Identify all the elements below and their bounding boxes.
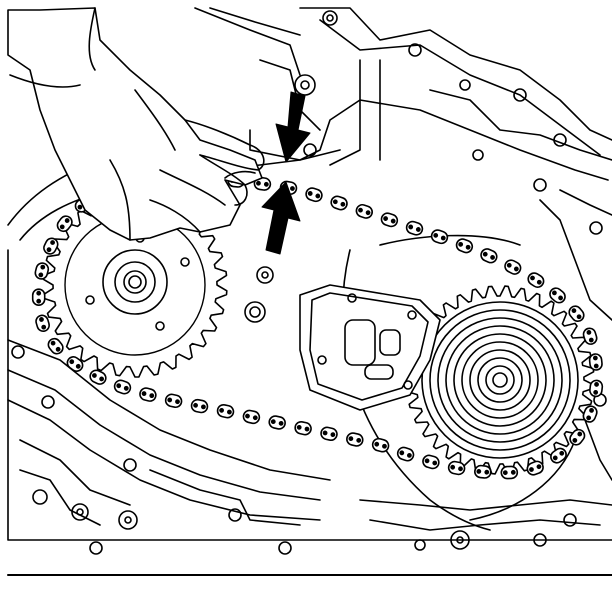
chain-link — [320, 426, 338, 442]
chain-link — [253, 176, 272, 191]
driven-sprocket — [405, 285, 595, 475]
chain-link — [89, 369, 107, 385]
chain-link — [139, 387, 157, 402]
chain-link — [330, 195, 348, 211]
housing-bolts — [11, 10, 607, 555]
chain-link — [47, 337, 64, 355]
chain-link — [500, 465, 519, 480]
arrow-down-icon — [275, 91, 311, 163]
pump-plate — [299, 284, 441, 411]
arrow-up-icon — [261, 181, 301, 255]
chain-link — [56, 215, 73, 233]
chain-link — [34, 262, 50, 280]
chain-link — [66, 356, 84, 372]
chain-link — [588, 353, 603, 371]
chain-link — [589, 379, 604, 398]
chain-link — [455, 238, 474, 254]
chain-link — [396, 446, 415, 462]
chain-link — [550, 447, 567, 464]
chain-link — [504, 259, 522, 275]
chain-link — [294, 420, 312, 436]
chain-link — [568, 305, 585, 323]
chain-link — [474, 464, 492, 479]
chain-link — [549, 287, 566, 304]
chain-link — [164, 393, 183, 409]
chain-link — [569, 428, 586, 446]
chain-link — [447, 460, 466, 476]
chain-link — [526, 460, 544, 476]
chain-link — [582, 405, 598, 423]
chain-link — [430, 229, 449, 245]
chain-link — [405, 220, 424, 236]
chain-link — [216, 403, 235, 419]
hand — [7, 7, 265, 241]
chain-link — [422, 454, 440, 470]
chain-link — [355, 203, 373, 219]
chain-link — [380, 212, 399, 228]
chain-link — [371, 437, 390, 453]
chain-link — [527, 272, 545, 288]
chain-link — [582, 327, 598, 345]
chain-link — [43, 237, 59, 255]
chain-link — [113, 379, 132, 395]
chain-link — [190, 398, 209, 414]
chain-link — [35, 314, 50, 333]
chain-link — [242, 409, 261, 425]
chain-link — [305, 187, 323, 203]
chain-link — [268, 415, 286, 430]
chain-link — [480, 248, 498, 264]
chain-link — [31, 288, 46, 307]
case-housing — [7, 7, 612, 541]
chain-link — [346, 432, 364, 447]
